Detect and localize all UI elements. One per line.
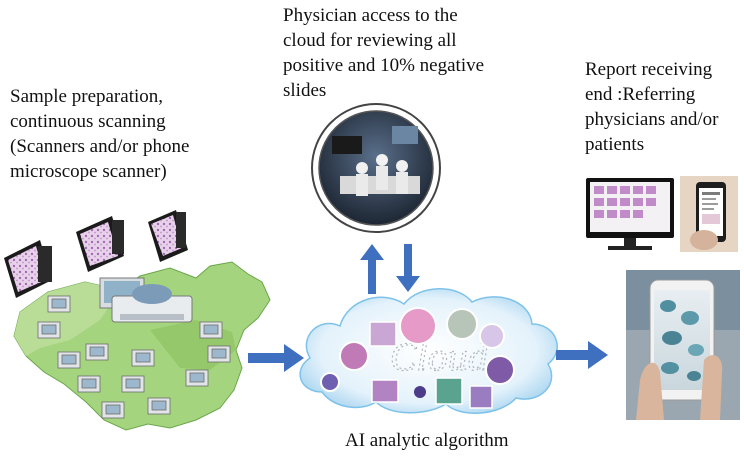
- central-scanner-workstation: [99, 277, 193, 323]
- physician-line-2: cloud for reviewing all: [283, 30, 457, 51]
- phone-slide-image: [626, 270, 740, 420]
- physician-review-image: [311, 103, 441, 233]
- scanner-1: [4, 240, 52, 298]
- report-monitor: [586, 178, 674, 250]
- sample-line-4: microscope scanner): [10, 161, 167, 182]
- report-line-3: physicians and/or: [585, 109, 719, 130]
- map-computer-units: [37, 295, 231, 419]
- report-line-2: end :Referring: [585, 84, 696, 105]
- arrow-to-cloud: [248, 344, 304, 372]
- physician-line-3: positive and 10% negative: [283, 55, 485, 76]
- arrow-to-report: [556, 341, 608, 369]
- sample-line-3: (Scanners and/or phone: [10, 136, 190, 157]
- sample-line-2: continuous scanning: [10, 111, 166, 132]
- ai-cloud: Cloud: [299, 288, 558, 414]
- sample-line-1: Sample preparation,: [10, 86, 164, 107]
- physician-line-1: Physician access to the: [283, 5, 458, 26]
- physician-access-label: Physician access to the cloud for review…: [283, 3, 484, 103]
- report-phone-hand: [680, 176, 738, 252]
- scanner-2: [76, 216, 124, 272]
- arrow-down-to-cloud: [396, 244, 420, 292]
- scanner-3: [148, 210, 188, 262]
- report-line-1: Report receiving: [585, 59, 713, 80]
- cloud-word: Cloud: [390, 334, 489, 379]
- report-line-4: patients: [585, 134, 645, 155]
- report-receiving-label: Report receiving end :Referring physicia…: [585, 57, 719, 157]
- sample-preparation-label: Sample preparation, continuous scanning …: [10, 84, 189, 184]
- ai-algorithm-label: AI analytic algorithm: [345, 430, 509, 451]
- physician-line-4: slides: [283, 80, 327, 101]
- arrow-up-to-physician: [360, 244, 384, 294]
